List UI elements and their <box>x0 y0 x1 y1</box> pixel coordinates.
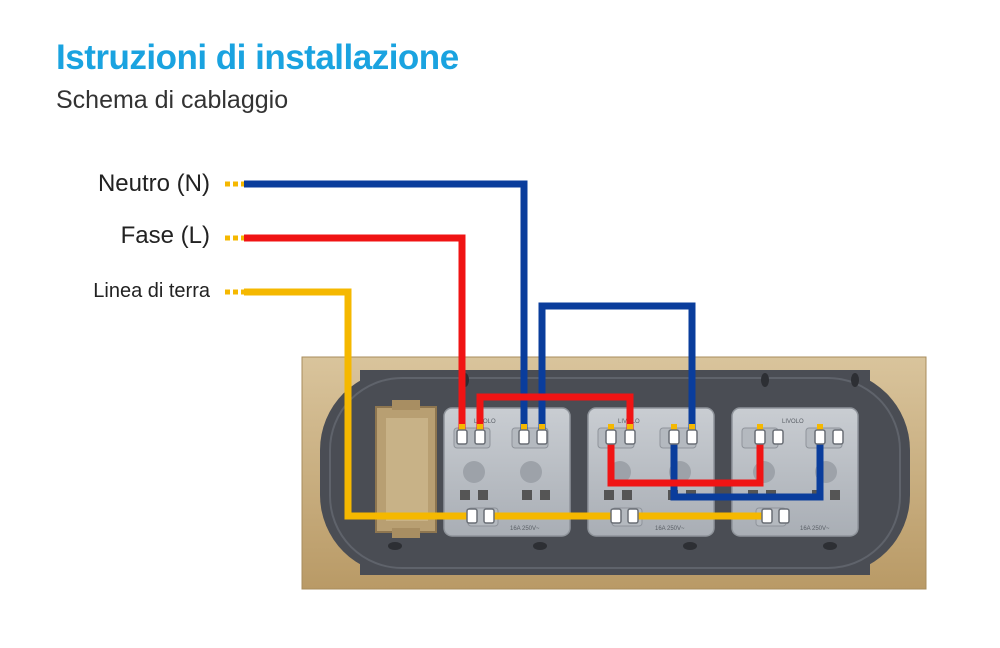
socket-rating-3: 16A 250V~ <box>800 526 830 532</box>
neutral-label: Neutro (N) <box>97 170 210 197</box>
phase-label: Fase (L) <box>120 222 210 249</box>
terminals <box>456 429 844 524</box>
page-title: Istruzioni di installazione <box>56 38 459 77</box>
socket-rating-2: 16A 250V~ <box>655 526 685 532</box>
earth-wire <box>244 288 772 520</box>
neutral-wire <box>244 180 824 501</box>
socket-brand-1: LIVOLO <box>474 419 496 425</box>
page-subtitle: Schema di cablaggio <box>56 86 289 114</box>
empty-module <box>375 400 437 538</box>
earth-label: Linea di terra <box>93 280 210 302</box>
socket-rating-1: 16A 250V~ <box>510 526 540 532</box>
socket-brand-3: LIVOLO <box>782 419 804 425</box>
phase-wire <box>244 234 764 487</box>
wire-ends <box>459 424 823 432</box>
